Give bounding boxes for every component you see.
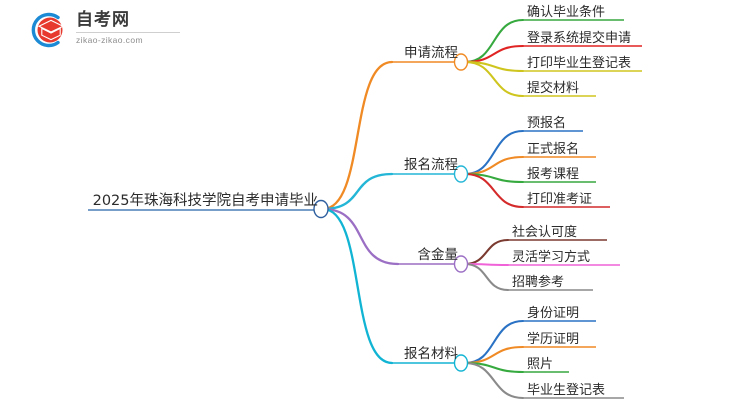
leaf-label: 招聘参考	[512, 274, 564, 290]
leaf-link	[463, 60, 525, 98]
logo-cap-board-shape	[37, 19, 65, 33]
leaf-label: 正式报名	[527, 141, 579, 157]
leaf-link	[463, 155, 525, 176]
leaf-label: 打印准考证	[527, 192, 592, 207]
leaf-link	[463, 345, 525, 365]
mindmap-underlines	[88, 19, 642, 399]
branch-node[interactable]	[453, 255, 469, 273]
leaf-link	[463, 129, 525, 176]
logo-divider	[76, 32, 180, 33]
leaf-label: 学历证明	[527, 331, 579, 347]
leaf-label: 报考课程	[527, 167, 579, 182]
branch-label: 申请流程	[404, 45, 458, 61]
leaf-label: 毕业生登记表	[527, 383, 605, 398]
branch-link	[321, 60, 394, 211]
logo-cap-body-shape	[41, 27, 61, 41]
leaf-label: 身份证明	[527, 305, 579, 321]
logo-brand-name: 自考网	[76, 10, 130, 30]
logo-url: zikao-zikao.com	[76, 35, 143, 45]
leaf-label: 提交材料	[527, 80, 579, 96]
leaf-label: 登录系统提交申请	[527, 30, 631, 46]
branch-node[interactable]	[453, 165, 469, 183]
leaf-link	[463, 44, 525, 64]
branch-label: 报名材料	[404, 346, 458, 362]
mindmap-labels: 2025年珠海科技学院自考申请毕业 申请流程 确认毕业条件登录系统提交申请打印毕业生…	[93, 4, 631, 398]
branch-link	[321, 172, 394, 211]
root-node[interactable]	[313, 199, 329, 219]
leaf-link	[463, 262, 510, 292]
leaf-link	[463, 172, 525, 209]
leaf-label: 打印毕业生登记表	[527, 56, 631, 71]
branch-label: 含金量	[418, 247, 459, 263]
leaf-link	[463, 361, 525, 400]
leaf-label: 确认毕业条件	[527, 4, 605, 20]
root-label: 2025年珠海科技学院自考申请毕业	[93, 192, 318, 209]
branch-node[interactable]	[453, 354, 469, 372]
leaf-link	[463, 319, 525, 365]
logo-wordmark: 自考网 zikao-zikao.com	[76, 10, 186, 50]
branch-label: 报名流程	[404, 157, 458, 173]
leaf-label: 照片	[527, 357, 553, 372]
leaf-label: 社会认可度	[512, 224, 577, 240]
zikao-graduation-cap-logo-icon	[31, 12, 65, 48]
branch-node[interactable]	[453, 53, 469, 71]
leaf-label: 灵活学习方式	[512, 249, 590, 265]
mindmap-nodes	[313, 53, 469, 372]
site-logo[interactable]: 自考网 zikao-zikao.com	[28, 8, 188, 52]
leaf-label: 预报名	[527, 115, 566, 131]
mindmap-links	[321, 18, 525, 400]
leaf-link	[463, 238, 510, 266]
logo-arc-shape	[31, 12, 60, 48]
branch-link	[321, 207, 394, 365]
leaf-link	[463, 18, 525, 64]
branch-link	[321, 207, 400, 266]
